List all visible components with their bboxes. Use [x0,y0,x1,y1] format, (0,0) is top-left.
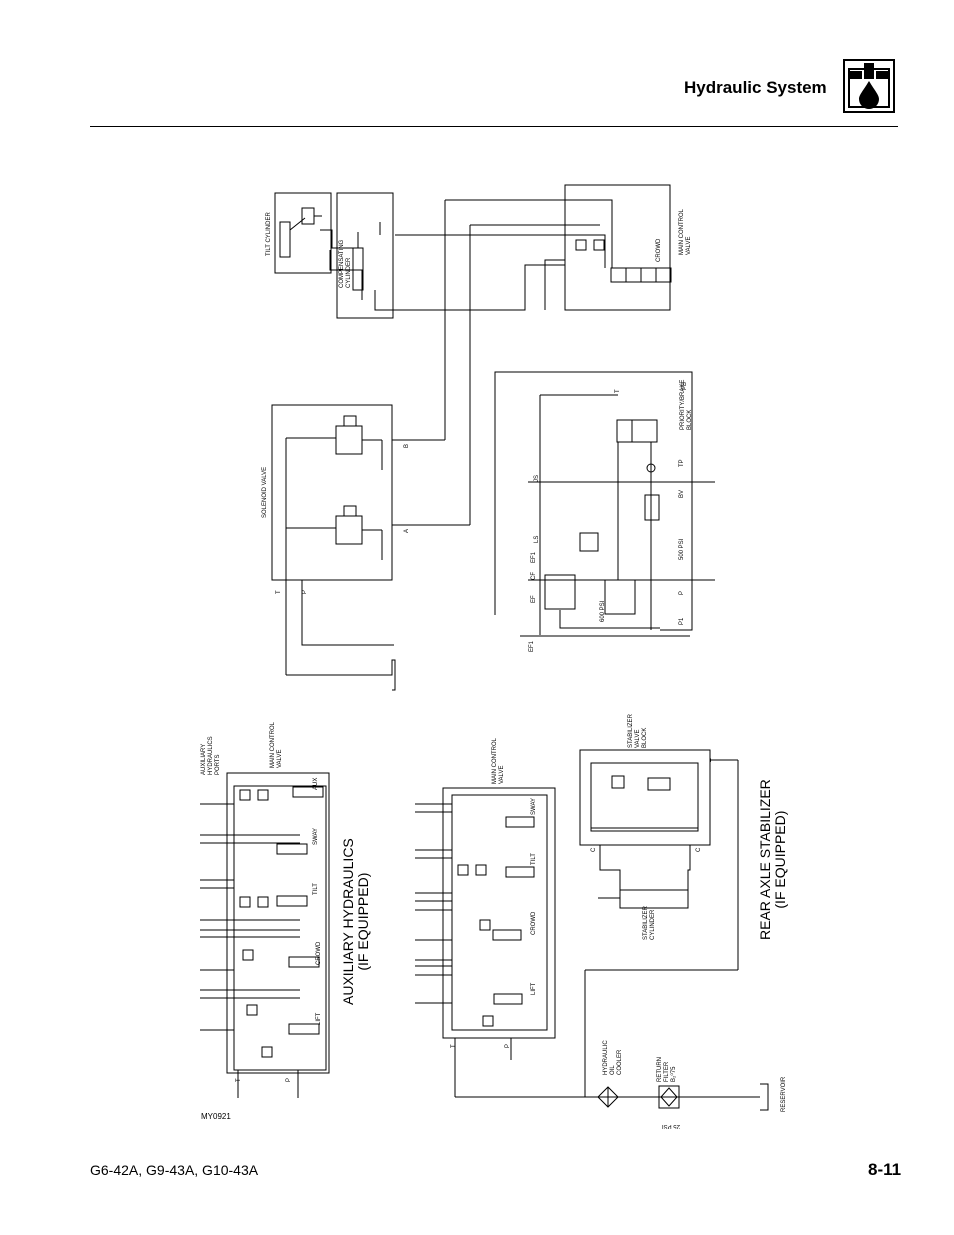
port-c-left-label: C [591,847,597,852]
cf-label: CF [531,572,537,580]
psi-500-label: 500 PSI [679,538,685,560]
main-control-valve-top [564,184,672,311]
reservoir-label: RESERVOIR [781,1076,787,1112]
aux-hydraulics-title: AUXILIARY HYDRAULICS (IF EQUIPPED) [340,838,371,1005]
priority-brake-block [494,371,715,637]
stabilizer-valve-block [579,749,739,1097]
port-c-right-label: C [696,847,702,852]
sway-label-mid: SWAY [531,797,537,815]
psi-600-label: 600 PSI [600,600,606,622]
mid-main-control-valve [415,787,598,1098]
rear-axle-stabilizer-title: REAR AXLE STABILIZER (IF EQUIPPED) [757,779,788,940]
ef1-right-label: EF1 [531,551,537,563]
main-control-valve-mid-label: MAIN CONTROL VALVE [492,737,505,784]
crowd-label-top: CROWD [656,238,662,262]
return-filter-label: RETURN FILTER B₂⁰75 [657,1057,677,1082]
figure-id: MY0921 [201,1112,231,1121]
stabilizer-cylinder [598,845,691,909]
ef1-left-label: EF1 [529,640,535,652]
aux-hyd-ports-label: AUXILIARY HYDRAULICS PORTS [201,736,221,775]
solenoid-valve-label: SOLENOID VALVE [262,466,268,518]
stabilizer-valve-block-label: STABILIZER VALVE BLOCK [628,714,648,748]
main-control-valve-aux-label: MAIN CONTROL VALVE [270,721,283,768]
crowd-label-aux: CROWD [316,941,322,965]
port-t-aux-label: T [236,1078,242,1082]
port-b-label: B [404,443,410,448]
hydraulic-oil-cooler-label: HYDRAULIC OIL COOLER [603,1040,623,1075]
lift-label-aux: LIFT [316,1012,322,1025]
crowd-label-mid: CROWD [531,911,537,935]
return-line [597,1083,769,1111]
tilt-label-mid: TILT [531,853,537,865]
ef-label: EF [531,595,537,603]
psi-25-label: 25 PSI [662,1123,681,1129]
lift-label-mid: LIFT [531,982,537,995]
port-t-label: T [276,590,282,594]
port-a-label: A [404,528,410,533]
page-number: 8-11 [868,1160,902,1179]
model-numbers: G6-42A, G9-43A, G10-43A [90,1162,259,1178]
hydraulic-fluid-drop-icon [843,59,895,113]
solenoid-valve-block [271,404,393,675]
port-p-label: P [302,589,308,594]
port-t-stab-label: T [711,758,717,762]
port-t-mid-label: T [451,1044,457,1048]
port-p-aux-label: P [286,1077,292,1082]
port-t-pb-label: T [615,389,621,393]
p1-label: P1 [679,617,685,625]
sway-label-aux: SWAY [313,827,319,845]
main-control-valve-top-label: MAIN CONTROL VALVE [679,208,692,255]
port-p-right-label: P [679,590,685,595]
tilt-cylinder-block [274,192,332,274]
stabilizer-cylinder-label: STABILIZER CYLINDER [643,906,656,940]
bv-label: BV [679,489,685,498]
compensating-cylinder-label: COMPENSATING CYLINDER [339,239,352,288]
js-label: JS [534,474,540,482]
compensating-cylinder-block [336,192,394,319]
aux-main-control-valve [200,772,330,1098]
aux-label: AUX [313,777,319,790]
tp-label: TP [679,459,685,467]
header-rule [90,126,898,127]
page-title: Hydraulic System [684,78,827,97]
ls-label: LS [534,535,540,543]
tilt-label-aux: TILT [313,883,319,895]
port-p-mid-label: P [505,1043,511,1048]
pb-label: PB [682,381,688,390]
tilt-cylinder-label: TILT CYLINDER [266,212,272,256]
